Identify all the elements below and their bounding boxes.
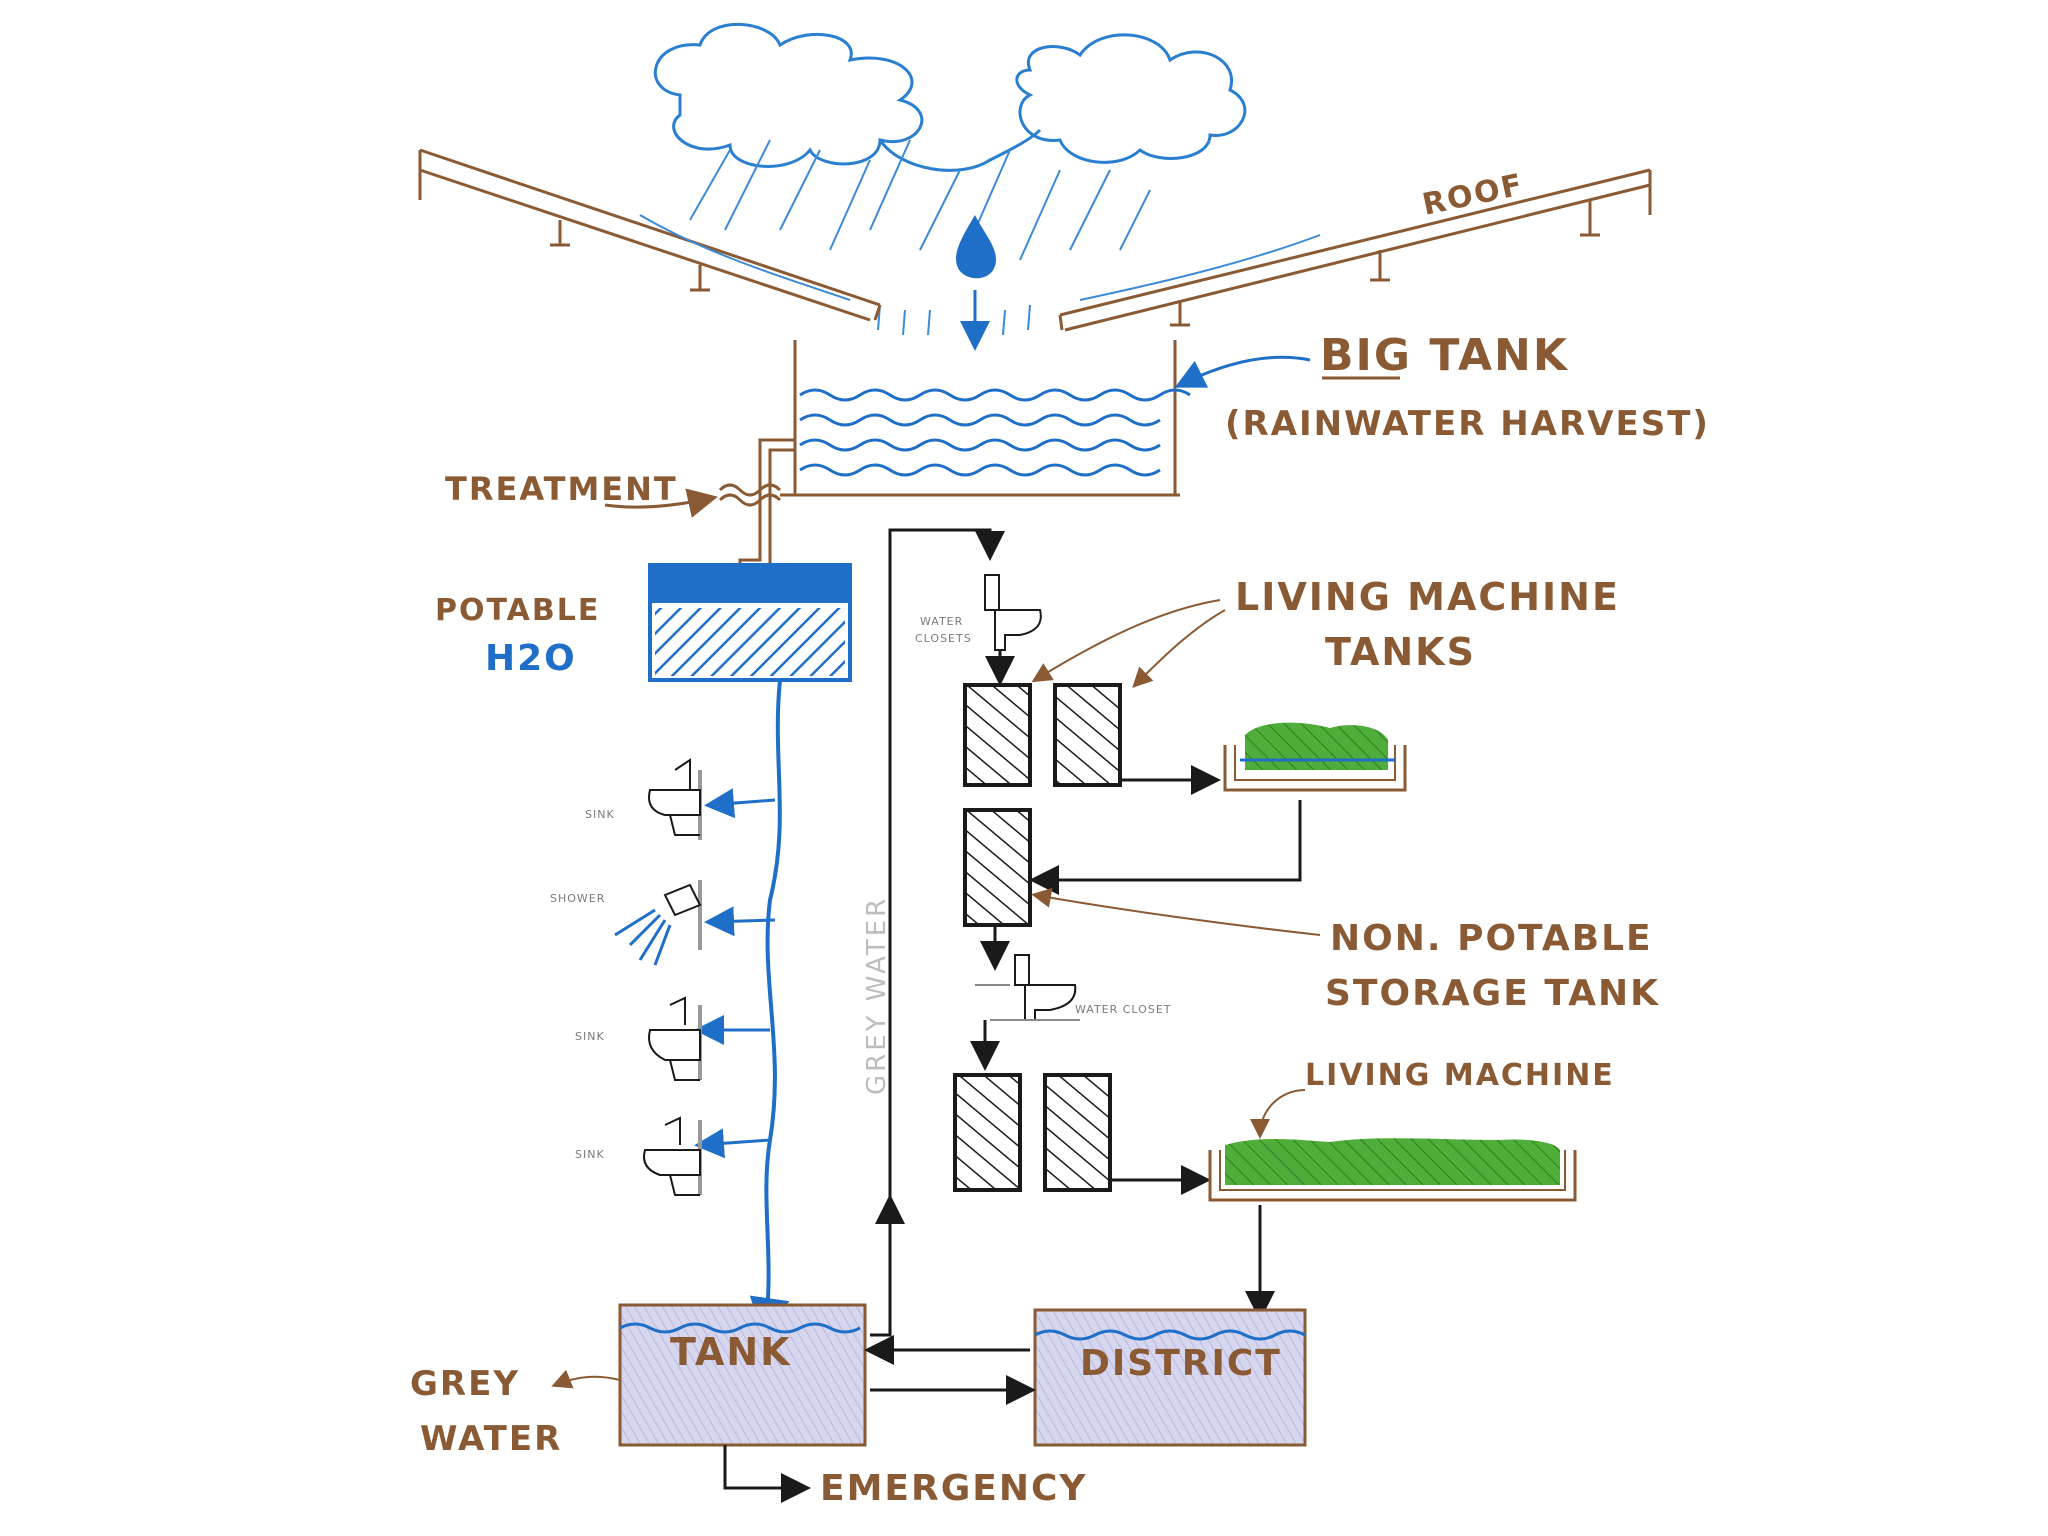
roof-right bbox=[1058, 168, 1652, 332]
fixture-sink-label-1: SINK bbox=[585, 808, 615, 821]
sink-fixture-icon bbox=[648, 996, 702, 1081]
living-machine-tanks-label-line2: TANKS bbox=[1325, 630, 1476, 674]
grey-water-label-line2: WATER bbox=[420, 1419, 562, 1459]
grey-water-vertical-label: GREY WATER bbox=[862, 896, 892, 1095]
water-closet-mid-label: WATER CLOSET bbox=[1075, 1003, 1171, 1016]
sink-fixture-icon bbox=[643, 1116, 702, 1196]
shower-fixture-icon bbox=[614, 880, 702, 966]
fixture-shower-label: SHOWER bbox=[550, 892, 605, 905]
non-potable-label-line1: NON. POTABLE bbox=[1330, 918, 1653, 959]
fixture-sink-label-2: SINK bbox=[575, 1030, 605, 1043]
non-potable-label-line2: STORAGE TANK bbox=[1325, 973, 1660, 1014]
roof bbox=[418, 148, 1652, 332]
water-drop-icon bbox=[955, 215, 996, 279]
rain bbox=[689, 139, 1151, 336]
cloud-right bbox=[1015, 33, 1247, 164]
sink-fixture-icon bbox=[648, 758, 702, 840]
living-machine-tanks-label-line1: LIVING MACHINE bbox=[1235, 575, 1620, 619]
potable-label: POTABLE bbox=[435, 593, 600, 628]
grey-water-label-line1: GREY bbox=[410, 1364, 520, 1404]
district-tank bbox=[1033, 1308, 1307, 1447]
potable-tank bbox=[648, 563, 852, 682]
h2o-label: H2O bbox=[485, 638, 577, 679]
water-closet-top-label-line2: CLOSETS bbox=[915, 632, 972, 645]
rainwater-harvest-label: (RAINWATER HARVEST) bbox=[1225, 404, 1710, 444]
fixtures-left bbox=[614, 758, 702, 1196]
big-tank bbox=[780, 340, 1191, 497]
cloud-left bbox=[653, 22, 924, 168]
living-machine-planter-top bbox=[1223, 722, 1407, 792]
grey-water-tank bbox=[618, 1303, 867, 1447]
district-label: DISTRICT bbox=[1080, 1343, 1282, 1384]
treatment-pipe bbox=[718, 438, 795, 575]
living-machine-label: LIVING MACHINE bbox=[1305, 1058, 1615, 1093]
roof-left bbox=[418, 148, 882, 322]
treatment-label: TREATMENT bbox=[445, 470, 678, 508]
tank-label: TANK bbox=[670, 1330, 792, 1374]
big-tank-label: BIG TANK bbox=[1320, 330, 1569, 381]
potable-supply-line bbox=[749, 679, 790, 1338]
water-closet-top-label-line1: WATER bbox=[920, 615, 963, 628]
water-closet-icon bbox=[975, 954, 1080, 1021]
living-machine-planter-bottom bbox=[1208, 1138, 1577, 1202]
emergency-label: EMERGENCY bbox=[820, 1468, 1088, 1509]
fixture-sink-label-3: SINK bbox=[575, 1148, 605, 1161]
water-closet-icon bbox=[984, 574, 1042, 686]
non-potable-storage-tank bbox=[963, 808, 1032, 927]
living-machine-tanks-top bbox=[963, 683, 1122, 787]
clouds bbox=[653, 22, 1247, 172]
living-machine-tanks-bottom bbox=[953, 1073, 1112, 1192]
